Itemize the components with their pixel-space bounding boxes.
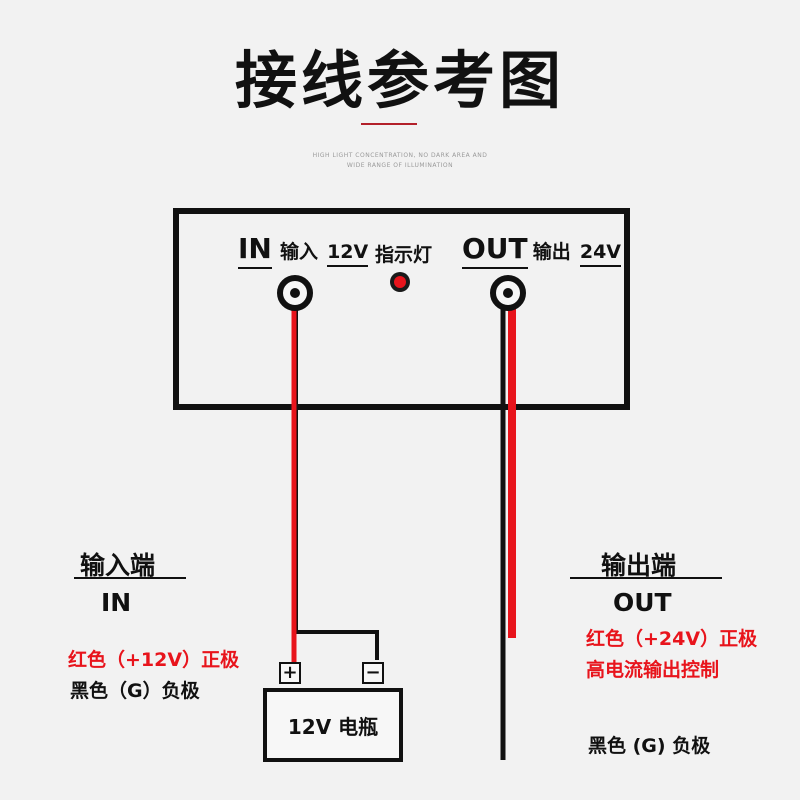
output-section-code: OUT (613, 588, 672, 617)
output-black-note: 黑色 (G) 负极 (588, 735, 711, 757)
output-red-note: 红色（+24V）正极 (586, 628, 758, 650)
indicator-label: 指示灯 (375, 244, 433, 266)
indicator-light (394, 276, 406, 288)
input-black-wire (294, 297, 379, 660)
out-terminal-hole (503, 288, 513, 298)
input-red-note: 红色（+12V）正极 (68, 649, 240, 671)
out-text: 输出 (532, 241, 571, 263)
in-terminal-hole (290, 288, 300, 298)
battery: 12V 电瓶 (263, 688, 403, 762)
out-label: OUT (462, 232, 528, 269)
battery-label: 12V 电瓶 (287, 714, 379, 739)
in-label: IN (238, 232, 272, 269)
out-voltage: 24V (579, 241, 621, 267)
module-box (173, 208, 630, 410)
output-red-note-2: 高电流输出控制 (586, 659, 720, 681)
out-label-group: OUT 输出 24V (462, 232, 621, 269)
in-text: 输入 (279, 241, 318, 263)
subtitle-line-1: HIGH LIGHT CONCENTRATION, NO DARK AREA A… (312, 152, 488, 159)
page-title: 接线参考图 (234, 44, 565, 117)
in-voltage: 12V (327, 241, 369, 267)
input-section-code: IN (101, 588, 132, 617)
battery-minus-terminal: − (362, 662, 384, 684)
title-underline (361, 123, 417, 125)
subtitle-line-2: WIDE RANGE OF ILLUMINATION (346, 162, 454, 169)
in-label-group: IN 输入 12V (238, 232, 369, 269)
output-section-title: 输出端 (601, 551, 677, 580)
input-section-title: 输入端 (80, 551, 156, 580)
input-black-note: 黑色（G）负极 (70, 680, 200, 702)
battery-plus-terminal: + (279, 662, 301, 684)
